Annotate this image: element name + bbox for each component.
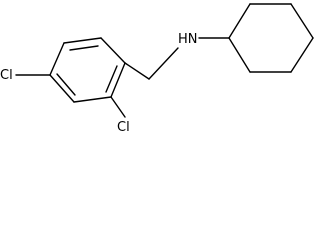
chlorine-ortho-label: Cl <box>117 120 130 135</box>
cyclohexane-bond-1 <box>228 3 251 39</box>
ring-bond-6 <box>63 37 102 44</box>
ring-double-bond-left <box>56 73 76 96</box>
ring-double-bond-top <box>69 45 99 51</box>
ring-bond-1 <box>100 37 126 64</box>
ring-bond-2 <box>110 62 126 98</box>
ring-to-ch2-bond <box>124 62 150 80</box>
ring-double-bond-right <box>105 65 118 93</box>
chlorine-para-label: Cl <box>0 68 13 83</box>
cyclohexane-bond-4 <box>290 37 314 73</box>
molecule-structure: HN Cl Cl <box>0 3 314 135</box>
cyclohexane-ring <box>228 3 314 73</box>
ring-bond-4 <box>49 74 75 103</box>
ch2-to-nitrogen-bond <box>148 47 179 80</box>
ring-bond-3 <box>73 96 112 103</box>
amine-nitrogen-label: HN <box>178 32 198 47</box>
ring-bond-5 <box>49 42 65 76</box>
cyclohexane-bond-6 <box>228 37 251 73</box>
cyclohexane-bond-3 <box>290 3 314 39</box>
chlorine-ortho-bond <box>110 96 126 118</box>
benzene-ring <box>49 37 126 103</box>
